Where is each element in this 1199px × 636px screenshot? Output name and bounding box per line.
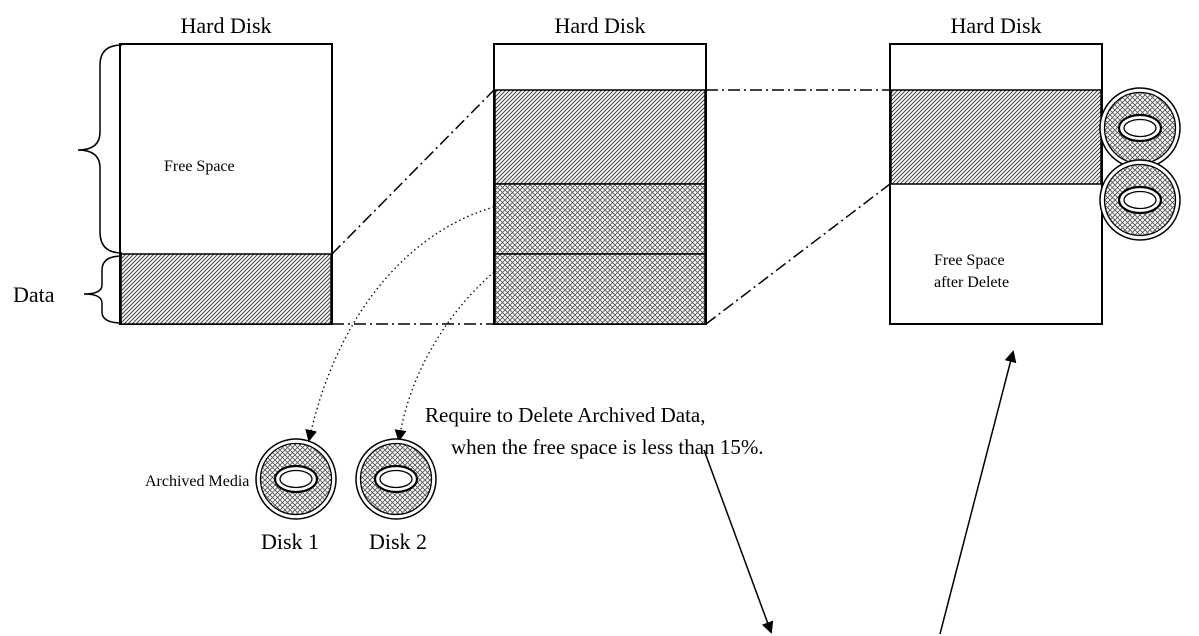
col2-archived-region-2 [494, 253, 706, 325]
col3-free-space-label-line1: Free Space [934, 252, 1005, 269]
disk1-icon [255, 438, 337, 520]
col2-hatched-region [494, 89, 706, 185]
free-space-brace [77, 44, 123, 254]
note-line1: Require to Delete Archived Data, [425, 403, 705, 427]
disk2-icon [355, 438, 437, 520]
disk2-label: Disk 2 [369, 529, 427, 554]
data-brace [83, 255, 123, 324]
col3-title: Hard Disk [950, 13, 1041, 38]
col3-free-space-label-line2: after Delete [934, 274, 1009, 291]
col3-disc-top-icon [1099, 87, 1181, 169]
note-line2: when the free space is less than 15%. [451, 435, 764, 459]
connector-col1-data-top [331, 89, 495, 255]
col1-title: Hard Disk [180, 13, 271, 38]
col3-disc-bottom-icon [1099, 159, 1181, 241]
col3-hatched-region [890, 89, 1102, 185]
note-arrow-down [703, 449, 774, 634]
note-arrow-up [939, 350, 1017, 635]
connector-col2-bottom [705, 183, 891, 325]
data-label: Data [13, 282, 55, 307]
col2-title: Hard Disk [554, 13, 645, 38]
col1-free-space-label: Free Space [164, 158, 235, 175]
col1-data-region [120, 253, 332, 325]
col2-archived-region-1 [494, 183, 706, 255]
archive-arrow-disk2 [394, 271, 495, 442]
archived-media-label: Archived Media [145, 473, 249, 490]
disk1-label: Disk 1 [261, 529, 319, 554]
